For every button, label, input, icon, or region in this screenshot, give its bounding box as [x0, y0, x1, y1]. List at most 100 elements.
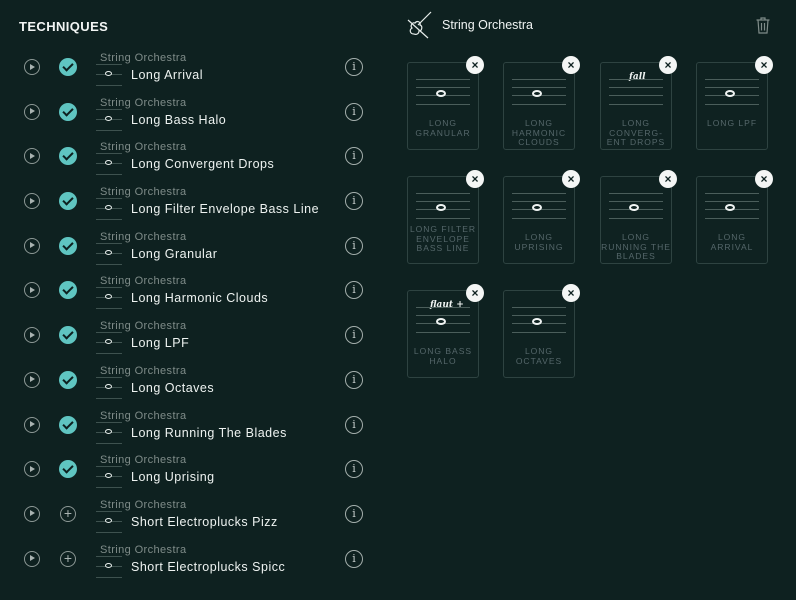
instrument-title: String Orchestra	[442, 18, 534, 32]
technique-row[interactable]: + String Orchestra Short Electroplucks S…	[0, 540, 386, 585]
technique-category: String Orchestra	[100, 141, 187, 154]
technique-row[interactable]: String Orchestra Long Filter Envelope Ba…	[0, 182, 386, 227]
technique-row[interactable]: String Orchestra Long Harmonic Clouds i	[0, 271, 386, 316]
technique-category: String Orchestra	[100, 96, 187, 109]
notation-thumbnail	[96, 242, 122, 265]
close-icon[interactable]: ×	[466, 170, 484, 188]
whole-note	[725, 204, 735, 211]
card-label: LONG UPRISING	[514, 232, 564, 252]
technique-card[interactable]: fall LONG CONVERG-ENT DROPS ×	[600, 56, 677, 150]
card-marking: flaut +	[430, 300, 464, 310]
technique-category: String Orchestra	[100, 543, 187, 556]
info-icon[interactable]: i	[345, 370, 363, 389]
whole-note	[532, 204, 542, 211]
play-icon[interactable]	[24, 282, 40, 299]
whole-note	[436, 204, 446, 211]
technique-row[interactable]: String Orchestra Long Convergent Drops i	[0, 137, 386, 182]
technique-name: Long Convergent Drops	[131, 157, 275, 172]
info-icon[interactable]: i	[345, 415, 363, 434]
close-icon[interactable]: ×	[755, 56, 773, 74]
info-icon[interactable]: i	[345, 58, 363, 76]
technique-card[interactable]: LONG OCTAVES ×	[503, 284, 580, 378]
close-icon[interactable]: ×	[659, 170, 677, 188]
whole-note	[532, 318, 542, 325]
card-label: LONG BASS HALO	[413, 346, 473, 366]
technique-category: String Orchestra	[100, 409, 187, 422]
close-icon[interactable]: ×	[562, 170, 580, 188]
play-icon[interactable]	[24, 327, 40, 344]
check-icon[interactable]	[59, 192, 77, 211]
card-marking: fall	[629, 72, 646, 82]
plus-icon[interactable]: +	[60, 505, 76, 522]
technique-row[interactable]: String Orchestra Long Running The Blades…	[0, 406, 386, 451]
check-icon[interactable]	[59, 415, 77, 434]
play-icon[interactable]	[24, 103, 40, 120]
technique-card[interactable]: LONG LPF ×	[696, 56, 773, 150]
play-icon[interactable]	[24, 461, 40, 478]
check-icon[interactable]	[59, 147, 77, 166]
technique-category: String Orchestra	[100, 52, 187, 64]
info-icon[interactable]: i	[345, 326, 363, 345]
play-icon[interactable]	[24, 505, 40, 522]
close-icon[interactable]: ×	[562, 284, 580, 302]
play-icon[interactable]	[24, 416, 40, 433]
trash-icon[interactable]	[756, 17, 770, 34]
play-icon[interactable]	[24, 148, 40, 165]
info-icon[interactable]: i	[345, 192, 363, 211]
technique-category: String Orchestra	[100, 320, 187, 333]
technique-card[interactable]: LONG ARRIVAL ×	[696, 170, 773, 264]
notation-thumbnail	[96, 108, 122, 131]
technique-card[interactable]: LONG RUNNING THE BLADES ×	[600, 170, 677, 264]
play-icon[interactable]	[24, 193, 40, 210]
play-icon[interactable]	[24, 59, 40, 75]
check-icon[interactable]	[59, 281, 77, 300]
whole-note	[532, 90, 542, 97]
play-icon[interactable]	[24, 550, 40, 567]
notation-thumbnail	[96, 198, 122, 221]
technique-row[interactable]: String Orchestra Long Granular i	[0, 227, 386, 272]
info-icon[interactable]: i	[345, 147, 363, 166]
check-icon[interactable]	[59, 370, 77, 389]
check-icon[interactable]	[59, 58, 77, 76]
plus-icon[interactable]: +	[60, 550, 76, 567]
technique-name: Long Filter Envelope Bass Line	[131, 202, 320, 217]
check-icon[interactable]	[59, 460, 77, 479]
close-icon[interactable]: ×	[755, 170, 773, 188]
info-icon[interactable]: i	[345, 281, 363, 300]
technique-name: Long Bass Halo	[131, 112, 227, 127]
info-icon[interactable]: i	[345, 549, 363, 568]
card-label: LONG FILTER ENVELOPE BASS LINE	[409, 224, 477, 253]
technique-card[interactable]: LONG GRANULAR ×	[407, 56, 484, 150]
check-icon[interactable]	[59, 326, 77, 345]
play-icon[interactable]	[24, 237, 40, 254]
check-icon[interactable]	[59, 236, 77, 255]
technique-row[interactable]: String Orchestra Long Arrival i	[0, 48, 386, 93]
technique-card[interactable]: flaut + LONG BASS HALO ×	[407, 284, 484, 378]
technique-row[interactable]: String Orchestra Long LPF i	[0, 316, 386, 361]
check-icon[interactable]	[59, 102, 77, 121]
notation-thumbnail	[96, 287, 122, 310]
technique-row[interactable]: String Orchestra Long Octaves i	[0, 361, 386, 406]
notation-thumbnail	[96, 421, 122, 444]
info-icon[interactable]: i	[345, 236, 363, 255]
close-icon[interactable]: ×	[466, 56, 484, 74]
notation-thumbnail	[96, 466, 122, 489]
technique-category: String Orchestra	[100, 498, 187, 511]
info-icon[interactable]: i	[345, 102, 363, 121]
technique-category: String Orchestra	[100, 186, 187, 199]
card-label: LONG CONVERG-ENT DROPS	[606, 118, 666, 147]
play-icon[interactable]	[24, 371, 40, 388]
info-icon[interactable]: i	[345, 504, 363, 523]
technique-card[interactable]: LONG FILTER ENVELOPE BASS LINE ×	[407, 170, 484, 264]
close-icon[interactable]: ×	[659, 56, 677, 74]
close-icon[interactable]: ×	[466, 284, 484, 302]
technique-row[interactable]: String Orchestra Long Bass Halo i	[0, 93, 386, 138]
technique-row[interactable]: + String Orchestra Short Electroplucks P…	[0, 495, 386, 540]
close-icon[interactable]: ×	[562, 56, 580, 74]
technique-card[interactable]: LONG UPRISING ×	[503, 170, 580, 264]
card-label: LONG HARMONIC CLOUDS	[511, 118, 567, 147]
card-label: LONG RUNNING THE BLADES	[601, 232, 671, 261]
technique-row[interactable]: String Orchestra Long Uprising i	[0, 450, 386, 495]
info-icon[interactable]: i	[345, 460, 363, 479]
technique-card[interactable]: LONG HARMONIC CLOUDS ×	[503, 56, 580, 150]
